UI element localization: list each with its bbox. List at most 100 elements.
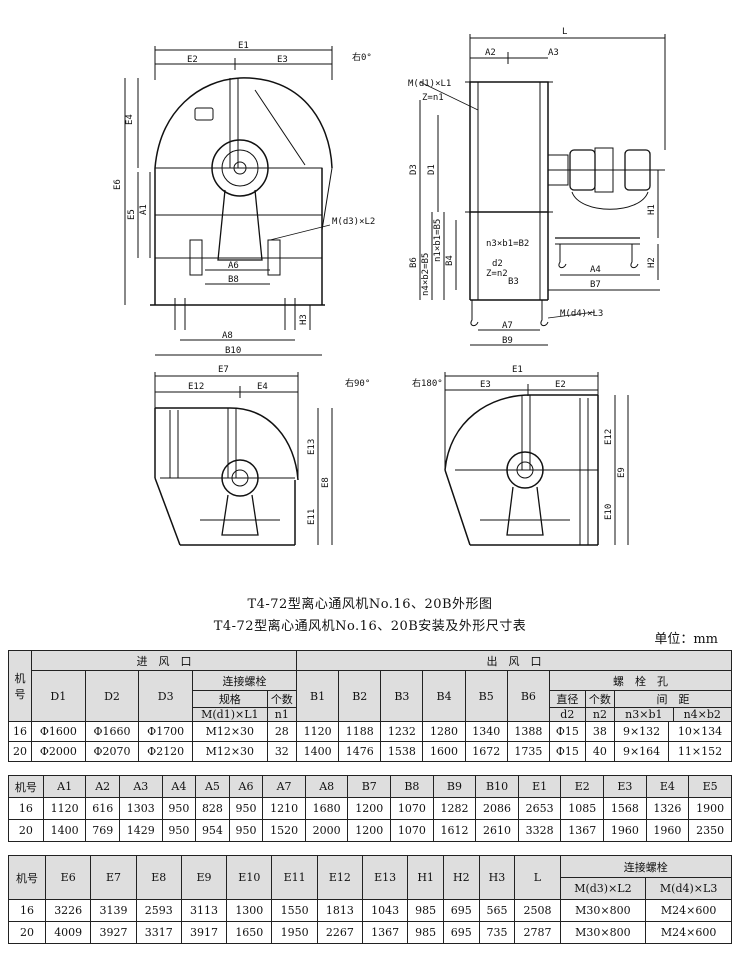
table-cell: 2787 (514, 921, 561, 944)
table-cell: M24×600 (645, 899, 732, 922)
table1-sub: n2 (585, 707, 615, 721)
table1-col: D1 (31, 670, 86, 722)
table2-header-cell: A1 (42, 775, 87, 798)
table1-col: D3 (138, 670, 194, 722)
table-cell: 1400 (42, 819, 87, 842)
table-cell: 3139 (90, 899, 137, 922)
table-cell: 38 (584, 721, 616, 742)
table-cell: 828 (195, 797, 230, 820)
label-B5: n1×b1=B5 (433, 219, 443, 262)
label-H2: H2 (647, 257, 657, 268)
table-cell: 16 (8, 797, 44, 820)
table1-col: B6 (506, 670, 550, 722)
table-cell: 954 (195, 819, 230, 842)
label-Md3L2: M(d3)×L2 (332, 217, 375, 227)
table3-header-cell: L (514, 855, 561, 900)
table-cell: 1367 (560, 819, 605, 842)
table-cell: 2267 (316, 921, 364, 944)
table-cell: 1960 (645, 819, 690, 842)
table-cell: 1300 (226, 899, 273, 922)
label-Zn2: Z=n2 (486, 269, 508, 279)
label-E2: E2 (187, 55, 198, 65)
table-cell: 1340 (464, 721, 508, 742)
table-cell: 950 (228, 819, 264, 842)
table-cell: 2086 (475, 797, 519, 820)
table-cell: 695 (442, 921, 480, 944)
label-B8: B8 (228, 275, 239, 285)
label-d2: d2 (492, 259, 503, 269)
table-cell: 1388 (506, 721, 550, 742)
table2-header-cell: A7 (262, 775, 306, 798)
table-cell: 1950 (271, 921, 318, 944)
table1-col: B2 (338, 670, 382, 722)
label-n3b1: n3×b1=B2 (486, 239, 529, 249)
table-cell: 1043 (362, 899, 409, 922)
table-cell: Φ1600 (31, 721, 86, 742)
label-A6: A6 (228, 261, 239, 271)
table-cell: 1600 (422, 741, 466, 762)
label-B3: B3 (508, 277, 519, 287)
table-cell: 1232 (380, 721, 424, 742)
table-cell: M30×800 (559, 921, 647, 944)
table-cell: 1070 (390, 819, 434, 842)
table-cell: 20 (8, 819, 44, 842)
side-view: L A2 A3 M(d1)×L1 Z=n1 D3 D1 H1 B6 n4×b2=… (408, 27, 666, 346)
table-cell: 1672 (464, 741, 508, 762)
table-cell: 1538 (380, 741, 424, 762)
table-cell: 1813 (316, 899, 364, 922)
table2-header-cell: A6 (228, 775, 264, 798)
table-cell: 1282 (432, 797, 477, 820)
table3-header-cell: E8 (135, 855, 182, 900)
table2-header-cell: B7 (347, 775, 392, 798)
table-cell: 1367 (362, 921, 409, 944)
table1-spec: 规格 (218, 693, 241, 706)
table-cell: 1326 (645, 797, 690, 820)
label-A2: A2 (485, 48, 496, 58)
table-cell: 4009 (45, 921, 92, 944)
label-A7: A7 (502, 321, 513, 331)
table1-col: B3 (380, 670, 424, 722)
table-cell: M30×800 (559, 899, 647, 922)
table3-header-cell: E9 (180, 855, 228, 900)
table-cell: 3328 (517, 819, 562, 842)
table-cell: M24×600 (645, 921, 732, 944)
table3-header-cell: H1 (407, 855, 444, 900)
label-B7: B7 (590, 280, 601, 290)
table-cell: 1900 (688, 797, 732, 820)
table2-header-cell: 机号 (8, 775, 44, 798)
table-cell: 616 (85, 797, 120, 820)
table3-header-cell: E13 (362, 855, 409, 900)
table-cell: 1650 (226, 921, 273, 944)
label-H1: H1 (647, 204, 657, 215)
table-cell: 1476 (338, 741, 382, 762)
table-cell: 9×164 (614, 741, 670, 762)
table-cell: 16 (8, 721, 32, 742)
table-cell: 32 (266, 741, 298, 762)
table-cell: 1200 (347, 819, 392, 842)
table-cell: 3226 (45, 899, 92, 922)
table-cell: 1680 (304, 797, 349, 820)
label-Md1L1: M(d1)×L1 (408, 79, 451, 89)
table-cell: 1520 (262, 819, 306, 842)
table-cell: Φ2000 (31, 741, 86, 762)
table2-header-cell: B8 (390, 775, 434, 798)
view-180: 右180° E1 E3 E2 E12 E9 E10 (412, 365, 629, 546)
table-cell: 1210 (262, 797, 306, 820)
table2-header-cell: A3 (119, 775, 163, 798)
table1-sub: 个数 (588, 693, 611, 706)
table-cell: 16 (7, 899, 47, 922)
table-cell: Φ2120 (138, 741, 194, 762)
table-cell: 3927 (90, 921, 137, 944)
table3-header-cell: H2 (442, 855, 480, 900)
